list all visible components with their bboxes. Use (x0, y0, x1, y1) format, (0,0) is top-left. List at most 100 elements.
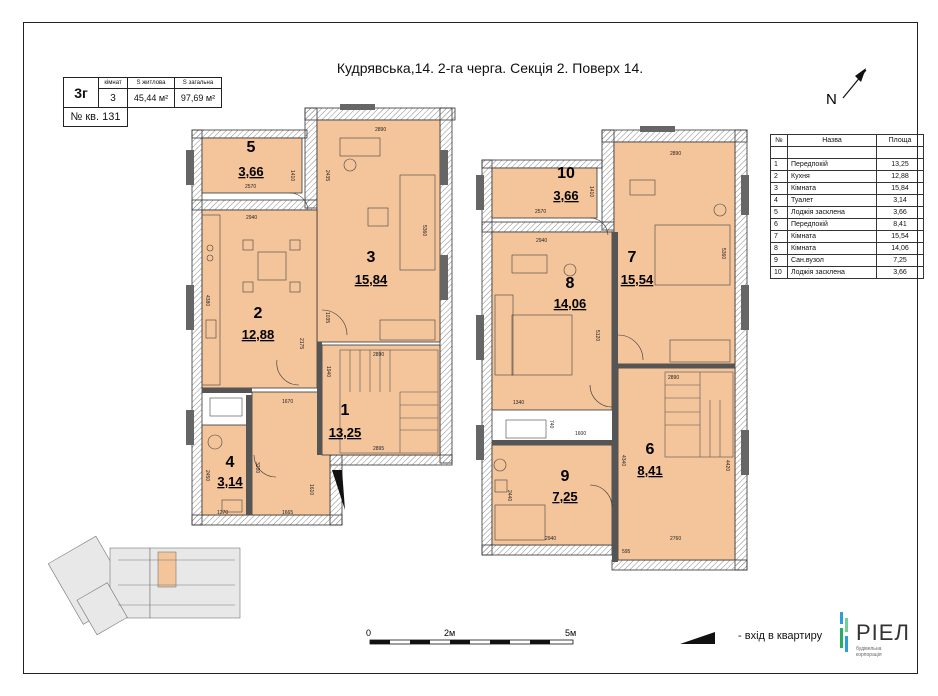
room-4-area: 3,14 (217, 474, 243, 489)
dim-label: 2570 (535, 209, 546, 215)
doors (589, 217, 644, 508)
key-plan-highlight (157, 551, 177, 588)
dim-label: 4340 (620, 455, 626, 466)
room-9-area: 7,25 (552, 489, 577, 504)
dim-label: 3200 (254, 462, 260, 473)
dim-label: 1600 (575, 431, 586, 437)
room-3-number: 3 (367, 249, 376, 266)
dim-label: 740 (548, 420, 554, 429)
north-arrow-icon: N (826, 68, 867, 108)
room-2-kitchen (201, 209, 318, 389)
room-2-area: 12,88 (242, 327, 275, 342)
room-9-number: 9 (561, 468, 570, 485)
dim-label: 4380 (204, 295, 210, 306)
room-5-area: 3,66 (238, 164, 263, 179)
room-6-hall (617, 367, 736, 561)
room-10-loggia (491, 167, 598, 219)
logo-tagline: будівельна корпорація (856, 646, 882, 658)
windows (476, 126, 749, 475)
room-4-number: 4 (226, 454, 235, 471)
dim-label: 2895 (373, 446, 384, 452)
furniture (201, 137, 436, 513)
page-frame (23, 22, 918, 674)
room-6-number: 6 (646, 441, 655, 458)
doors (253, 192, 348, 478)
room-8-bedroom (491, 231, 613, 411)
staircase (339, 349, 439, 454)
room-5-loggia (201, 137, 303, 194)
room-10-number: 10 (557, 165, 575, 182)
room-7-bedroom (613, 141, 736, 365)
dim-label: 2435 (324, 170, 330, 181)
room-1-area: 13,25 (329, 425, 362, 440)
room-3-area: 15,84 (355, 272, 388, 287)
dim-label: 2890 (373, 352, 384, 358)
dim-label: 1035 (324, 312, 330, 323)
dim-label: 1410 (289, 170, 295, 181)
dimensions: 2890 2570 1410 2940 5360 5120 1340 1600 … (506, 151, 730, 555)
legend-cell: Лоджія засклена (787, 266, 877, 279)
dim-label: 2450 (204, 470, 210, 481)
dim-label: 2890 (375, 127, 386, 133)
dim-label: 2570 (245, 184, 256, 190)
dim-label: 1410 (588, 186, 594, 197)
dim-label: 1940 (325, 366, 331, 377)
apartment-type: 3г (63, 77, 99, 108)
dim-label: 2890 (670, 151, 681, 157)
building-key-plan (47, 535, 241, 636)
dim-label: 1340 (513, 400, 524, 406)
dim-label: 2940 (246, 215, 257, 221)
dim-label: 2440 (506, 490, 512, 501)
staircase (664, 371, 734, 458)
room-1-number: 1 (341, 402, 350, 419)
entry-arrow-icon (332, 470, 345, 510)
room-2-number: 2 (254, 305, 263, 322)
dim-label: 595 (622, 549, 631, 555)
dim-label: 4420 (724, 460, 730, 471)
room-8-area: 14,06 (554, 296, 587, 311)
room-6-area: 8,41 (637, 463, 662, 478)
windows (186, 104, 448, 445)
north-label: N (826, 91, 837, 108)
room-10-area: 3,66 (553, 188, 578, 203)
total-area: 97,69 м² (174, 88, 222, 108)
entry-legend-arrow-icon (680, 632, 715, 644)
dim-label: 2940 (536, 238, 547, 244)
logo-name: РІЕЛ (856, 620, 910, 645)
scale-zero: 0 (366, 628, 371, 638)
dim-label: 2760 (670, 536, 681, 542)
dim-label: 2890 (668, 375, 679, 381)
room-8-number: 8 (566, 275, 575, 292)
apartment-number: № кв. 131 (63, 107, 128, 127)
entry-legend-label: - вхід в квартиру (738, 630, 823, 642)
legend-cell: 3,66 (876, 266, 924, 279)
lower-level-plan: 5 3,66 3 15,84 2 12,88 1 13,25 4 3,14 28… (186, 104, 456, 526)
apartment-info-box: 3г кімнат S житлова S загальна 3 45,44 м… (63, 77, 222, 127)
dim-label: 1665 (282, 510, 293, 516)
scale-end: 5м (565, 628, 576, 638)
riel-logo-icon (840, 612, 848, 652)
scale-bar: 0 2м 5м (366, 628, 576, 645)
page-title: Кудрявська,14. 2-га черга. Секція 2. Пов… (336, 60, 644, 76)
dim-label: 5360 (421, 225, 427, 236)
scale-mid: 2м (444, 628, 455, 638)
furniture (493, 179, 731, 541)
room-7-number: 7 (628, 249, 637, 266)
dim-label: 1270 (217, 510, 228, 516)
dim-label: 2940 (545, 536, 556, 542)
dim-label: 1610 (308, 484, 314, 495)
room-5-number: 5 (247, 139, 256, 156)
dim-label: 5360 (720, 248, 726, 259)
dim-label: 5120 (594, 330, 600, 341)
dim-label: 1670 (282, 399, 293, 405)
room-9-bathroom (491, 444, 613, 546)
upper-level-plan: 10 3,66 7 15,54 8 14,06 6 8,41 9 7,25 28… (476, 126, 749, 571)
company-logo: РІЕЛ будівельна корпорація (836, 610, 909, 660)
